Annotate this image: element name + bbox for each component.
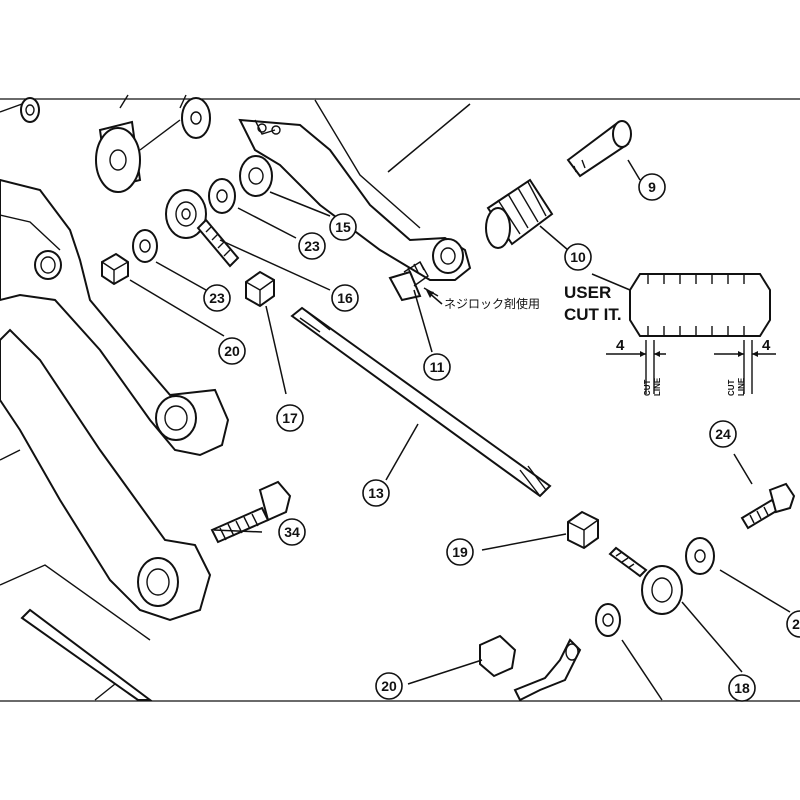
svg-text:34: 34 [284, 524, 300, 540]
callout-11: 11 [423, 353, 451, 381]
pivot-bolt-9 [566, 120, 632, 178]
svg-text:20: 20 [381, 678, 397, 694]
svg-text:24: 24 [715, 426, 731, 442]
callout-19: 19 [446, 538, 474, 566]
thread-lock-arrowhead [426, 290, 434, 298]
pedal-bracket [479, 634, 582, 702]
callout-23-upper: 23 [298, 232, 326, 260]
svg-text:11: 11 [430, 359, 445, 375]
thread-lock-note: ネジロック剤使用 [444, 296, 540, 311]
svg-text:15: 15 [335, 219, 351, 235]
screw-11 [388, 261, 429, 302]
dimension-left: 4 [616, 337, 625, 354]
dim-arrow-left-a [640, 351, 646, 357]
rod-end-assembly-upper [101, 155, 275, 308]
user-cut-diagram [606, 273, 776, 394]
shift-arm [238, 99, 472, 281]
rod-13 [290, 306, 552, 498]
callout-18: 18 [728, 674, 756, 702]
cut-line-left-2: LINE [653, 377, 662, 396]
svg-text:17: 17 [282, 410, 298, 426]
rubber-boot-10 [485, 178, 554, 249]
user-cut-text-line2: CUT IT. [564, 305, 622, 324]
callout-16: 16 [331, 284, 359, 312]
svg-text:10: 10 [570, 249, 586, 265]
callout-partial-right: 2 [786, 610, 800, 638]
svg-text:2: 2 [792, 616, 800, 632]
callout-10: 10 [564, 243, 592, 271]
callout-23-lower: 23 [203, 284, 231, 312]
bolt-34 [210, 480, 292, 544]
dimension-right: 4 [762, 337, 771, 354]
svg-text:23: 23 [304, 238, 320, 254]
svg-text:9: 9 [648, 179, 656, 195]
callout-9: 9 [638, 173, 666, 201]
rear-set-bracket [0, 178, 230, 457]
callout-15: 15 [329, 213, 357, 241]
rod-end-assembly-lower [567, 510, 715, 637]
svg-text:20: 20 [224, 343, 240, 359]
lower-left-rod [20, 608, 153, 701]
callout-20-lower: 20 [375, 672, 403, 700]
svg-text:18: 18 [734, 680, 750, 696]
callout-13: 13 [362, 479, 390, 507]
bolt-24 [740, 482, 796, 530]
leader-lines [129, 159, 791, 701]
user-cut-text-line1: USER [564, 283, 611, 302]
svg-text:16: 16 [337, 290, 353, 306]
svg-text:13: 13 [368, 485, 384, 501]
callout-17: 17 [276, 404, 304, 432]
svg-text:23: 23 [209, 290, 225, 306]
dim-arrow-right-b [752, 351, 758, 357]
cut-line-left-1: CUT [643, 379, 652, 396]
callout-20-upper: 20 [218, 337, 246, 365]
callout-34: 34 [278, 518, 306, 546]
callout-24: 24 [709, 420, 737, 448]
svg-text:19: 19 [452, 544, 468, 560]
dim-arrow-left-b [654, 351, 660, 357]
lower-link-arm [0, 328, 212, 701]
cut-line-right-1: CUT [727, 379, 736, 396]
dim-arrow-right-a [738, 351, 744, 357]
top-left-spacer-stack [0, 94, 211, 193]
cut-line-right-2: LINE [737, 377, 746, 396]
